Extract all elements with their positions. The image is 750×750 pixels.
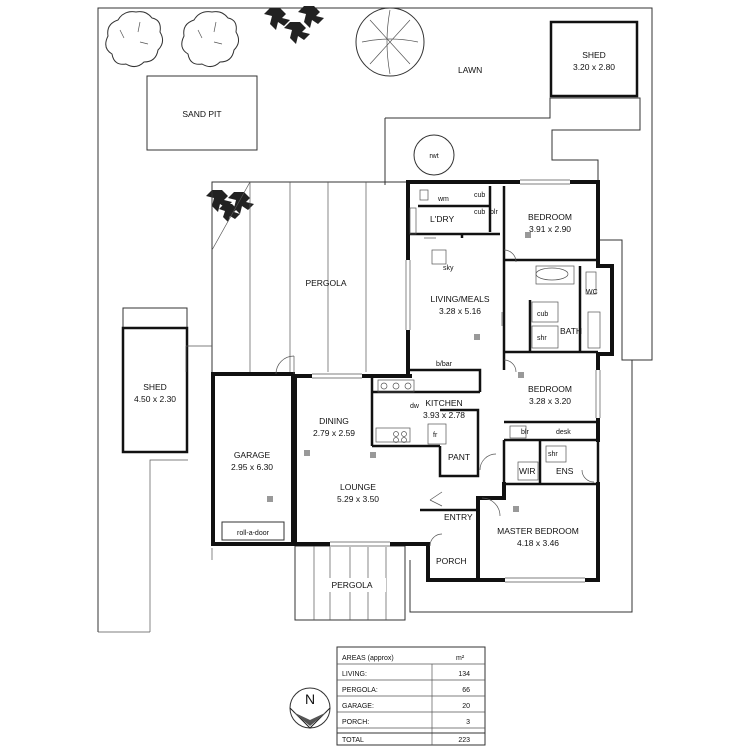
kitchen-size: 3.93 x 2.78 <box>423 410 465 420</box>
roll-a-door <box>221 521 285 541</box>
cub-label: cub <box>474 209 485 216</box>
area-total-value: 223 <box>458 737 470 744</box>
cub-label: cub <box>474 192 485 199</box>
lounge-name: LOUNGE <box>340 482 376 492</box>
tree-icon <box>355 7 425 77</box>
bedroom-3-name: BEDROOM <box>528 384 572 394</box>
north-arrow-icon <box>289 687 331 729</box>
bedroom-2-size: 3.91 x 2.90 <box>529 224 571 234</box>
bedroom-3-size: 3.28 x 3.20 <box>529 396 571 406</box>
shower-label: shr <box>537 335 547 342</box>
area-total-label: TOTAL <box>342 737 364 744</box>
bedroom-2-name: BEDROOM <box>528 212 572 222</box>
shower-label: shr <box>548 451 558 458</box>
shed-small-size: 3.20 x 2.80 <box>573 62 615 72</box>
desk-label: desk <box>556 429 571 436</box>
dining-size: 2.79 x 2.59 <box>313 428 355 438</box>
sand-pit <box>146 75 258 151</box>
lawn-label: LAWN <box>458 65 482 75</box>
rainwater-tank <box>413 134 455 176</box>
area-row-value: 3 <box>466 719 470 726</box>
master-bedroom-size: 4.18 x 3.46 <box>517 538 559 548</box>
areas-table <box>336 646 486 746</box>
garage-name: GARAGE <box>234 450 271 460</box>
rainwater-tank-label: rwt <box>429 153 438 160</box>
pergola-front-label: PERGOLA <box>331 580 372 590</box>
master-bedroom-name: MASTER BEDROOM <box>497 526 579 536</box>
pergola-rear <box>185 181 408 372</box>
wm-label: wm <box>437 196 449 203</box>
fixtures <box>267 189 601 512</box>
windows <box>312 179 601 583</box>
pergola-rear-label: PERGOLA <box>305 278 346 288</box>
pergola-front-label-bg <box>318 578 386 592</box>
garage-size: 2.95 x 6.30 <box>231 462 273 472</box>
shed-side-size: 4.50 x 2.30 <box>134 394 176 404</box>
laundry-label: L'DRY <box>430 214 454 224</box>
house-walls <box>211 180 614 582</box>
living-meals-name: LIVING/MEALS <box>430 294 489 304</box>
blr-label: blr <box>490 209 498 216</box>
wir-label: WIR <box>519 466 536 476</box>
pantry-label: PANT <box>448 452 470 462</box>
fridge-label: fr <box>433 432 438 439</box>
bath-label: BATH <box>560 326 582 336</box>
area-row-label: LIVING: <box>342 671 367 678</box>
area-row-label: PORCH: <box>342 719 369 726</box>
area-row-value: 20 <box>462 703 470 710</box>
shed-small <box>549 20 639 98</box>
area-row-label: GARAGE: <box>342 703 374 710</box>
shed-side-roof <box>122 307 188 329</box>
doors <box>275 249 595 547</box>
bbar-label: b/bar <box>436 361 453 368</box>
site-boundary <box>97 7 653 633</box>
shed-small-name: SHED <box>582 50 606 60</box>
blr-label: blr <box>521 429 529 436</box>
area-row-value: 134 <box>458 671 470 678</box>
dining-name: DINING <box>319 416 349 426</box>
areas-unit: m² <box>456 655 465 662</box>
roll-a-door-label: roll-a-door <box>237 530 270 537</box>
shrub-icon <box>264 6 324 44</box>
porch-label: PORCH <box>436 556 467 566</box>
sand-pit-label: SAND PIT <box>182 109 221 119</box>
wc-label: WC <box>586 289 598 296</box>
cub-label: cub <box>537 311 548 318</box>
tree-icon <box>105 11 164 68</box>
kitchen-name: KITCHEN <box>425 398 462 408</box>
area-row-value: 66 <box>462 687 470 694</box>
shed-side-name: SHED <box>143 382 167 392</box>
shed-side <box>121 326 189 454</box>
entry-label: ENTRY <box>444 512 473 522</box>
area-row-label: PERGOLA: <box>342 687 378 694</box>
ensuite-label: ENS <box>556 466 574 476</box>
north-label: N <box>305 691 315 707</box>
areas-header: AREAS (approx) <box>342 655 394 662</box>
tree-icon <box>181 11 240 68</box>
lounge-size: 5.29 x 3.50 <box>337 494 379 504</box>
skylight-label: sky <box>443 265 454 272</box>
living-meals-size: 3.28 x 5.16 <box>439 306 481 316</box>
dishwasher-label: dw <box>410 403 420 410</box>
